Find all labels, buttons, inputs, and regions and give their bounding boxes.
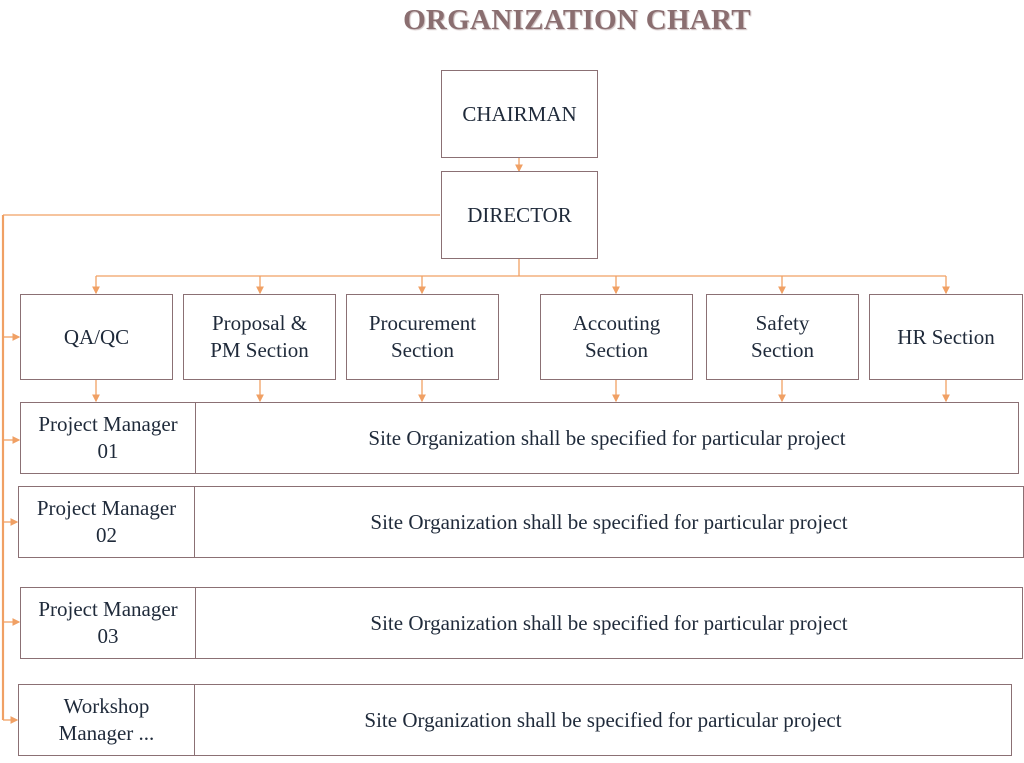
section-label-safety: Safety Section: [751, 311, 814, 362]
site-label-02: Site Organization shall be specified for…: [370, 509, 848, 534]
section-box-proposal: Proposal & PM Section: [183, 294, 336, 380]
site-box-workshop: Site Organization shall be specified for…: [194, 684, 1012, 756]
section-box-accounting: Accouting Section: [540, 294, 693, 380]
chart-title: ORGANIZATION CHART: [403, 4, 751, 36]
chairman-label: CHAIRMAN: [462, 101, 577, 126]
section-label-hr: HR Section: [897, 324, 995, 349]
chairman-box: CHAIRMAN: [441, 70, 598, 158]
section-box-procurement: Procurement Section: [346, 294, 499, 380]
section-box-qaqc: QA/QC: [20, 294, 173, 380]
director-box: DIRECTOR: [441, 171, 598, 259]
site-box-03: Site Organization shall be specified for…: [195, 587, 1023, 659]
manager-label-01: Project Manager 01: [38, 412, 178, 463]
manager-box-01: Project Manager 01: [20, 402, 196, 474]
section-label-accounting: Accouting Section: [572, 311, 661, 362]
section-box-safety: Safety Section: [706, 294, 859, 380]
manager-box-workshop: Workshop Manager ...: [18, 684, 195, 756]
manager-label-03: Project Manager 03: [38, 597, 178, 648]
director-label: DIRECTOR: [467, 202, 572, 227]
section-label-proposal: Proposal & PM Section: [210, 311, 309, 362]
section-label-qaqc: QA/QC: [63, 324, 130, 349]
manager-label-02: Project Manager 02: [36, 496, 177, 547]
manager-box-03: Project Manager 03: [20, 587, 196, 659]
site-label-01: Site Organization shall be specified for…: [368, 425, 846, 450]
manager-label-workshop: Workshop Manager ...: [58, 694, 155, 745]
manager-box-02: Project Manager 02: [18, 486, 195, 558]
section-label-procurement: Procurement Section: [368, 311, 477, 362]
site-label-03: Site Organization shall be specified for…: [370, 610, 848, 635]
site-label-workshop: Site Organization shall be specified for…: [364, 707, 842, 732]
site-box-01: Site Organization shall be specified for…: [195, 402, 1019, 474]
section-box-hr: HR Section: [869, 294, 1023, 380]
site-box-02: Site Organization shall be specified for…: [194, 486, 1024, 558]
